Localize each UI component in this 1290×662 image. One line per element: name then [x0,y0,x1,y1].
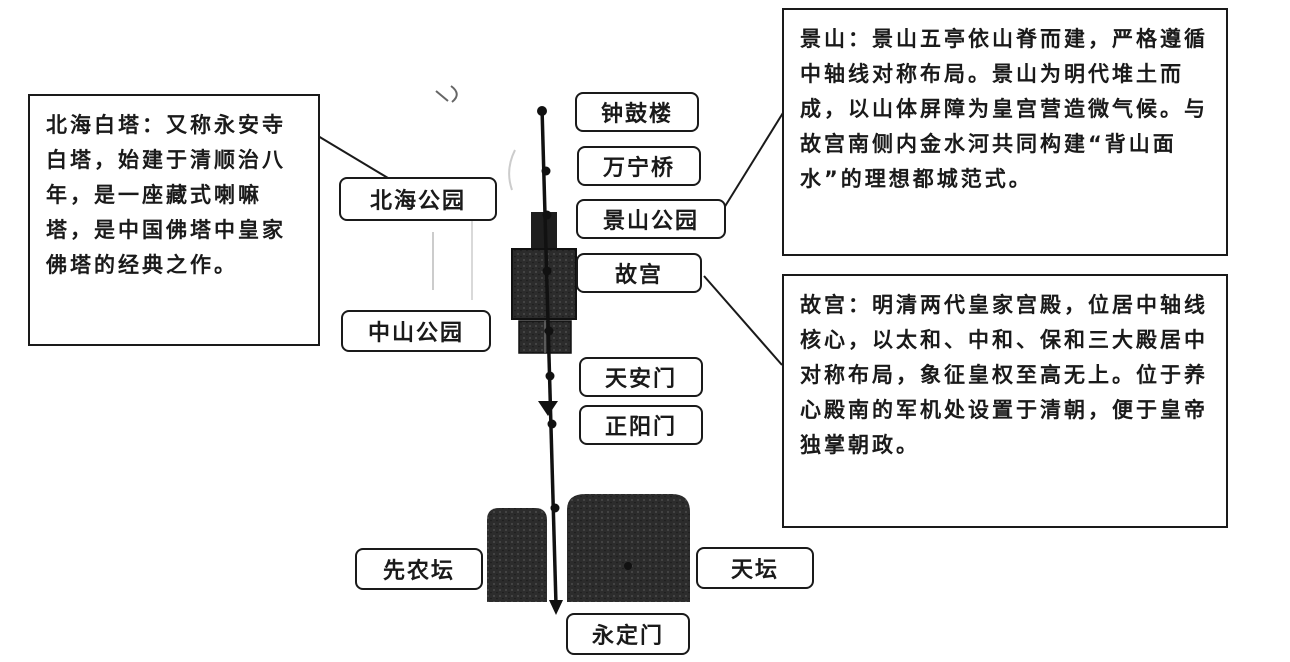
note-beihai-text: 北海白塔：又称永安寺白塔，始建于清顺治八年，是一座藏式喇嘛塔，是中国佛塔中皇家佛… [46,113,286,277]
node-wanningqiao [541,166,551,176]
label-jingshan: 景山公园 [576,199,726,239]
node-tiananmen [545,371,555,381]
node-yongdingmen [550,503,560,513]
label-beihai: 北海公园 [339,177,497,221]
note-jingshan-text: 景山：景山五亭依山脊而建，严格遵循中轴线对称布局。景山为明代堆土而成，以山体屏障… [800,27,1208,191]
label-gugong: 故宫 [576,253,702,293]
node-zhonggulou [537,106,547,116]
central-axis-line [540,107,558,606]
tiantan-block [567,494,690,602]
palace-block [511,248,577,320]
label-tiananmen: 天安门 [579,357,703,397]
label-zhengyangmen: 正阳门 [579,405,703,445]
node-zhengyangmen [547,419,557,429]
note-jingshan: 景山：景山五亭依山脊而建，严格遵循中轴线对称布局。景山为明代堆土而成，以山体屏障… [782,8,1228,256]
leader-gugong [703,275,783,366]
label-zhongshan: 中山公园 [341,310,491,352]
node-gugong [542,266,552,276]
label-yongdingmen: 永定门 [566,613,690,655]
label-zhonggulou: 钟鼓楼 [575,92,699,132]
axis-arrow-mid [538,401,558,416]
xiannongtan-block [487,508,547,602]
note-beihai: 北海白塔：又称永安寺白塔，始建于清顺治八年，是一座藏式喇嘛塔，是中国佛塔中皇家佛… [28,94,320,346]
axis-arrow-end [549,600,563,615]
leader-beihai [317,135,389,179]
node-zhongshan [544,326,554,336]
label-wanningqiao: 万宁桥 [577,146,701,186]
node-jingshan [542,210,552,220]
label-tiantan: 天坛 [696,547,814,589]
label-xiannongtan: 先农坛 [355,548,483,590]
leader-jingshan [723,107,787,209]
note-gugong: 故宫：明清两代皇家宫殿，位居中轴线核心，以太和、中和、保和三大殿居中对称布局，象… [782,274,1228,528]
note-gugong-text: 故宫：明清两代皇家宫殿，位居中轴线核心，以太和、中和、保和三大殿居中对称布局，象… [800,293,1208,457]
